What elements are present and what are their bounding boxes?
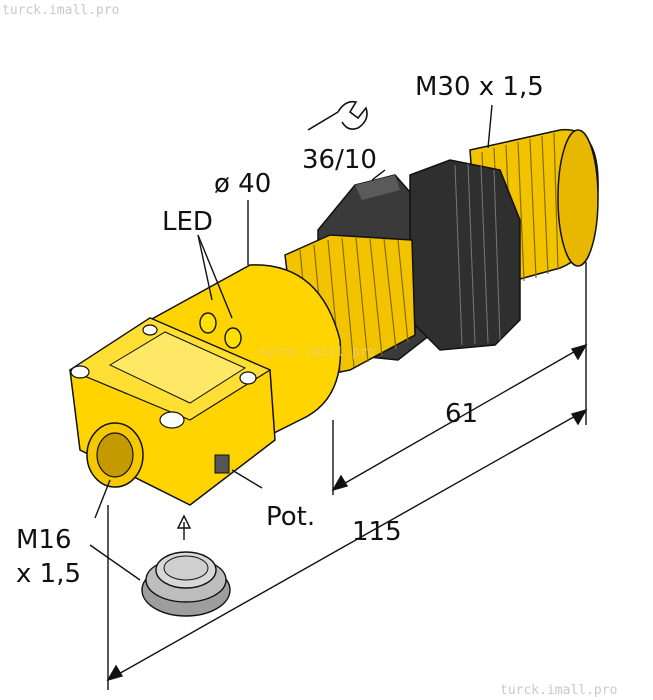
label-connector-thread-1: M16 xyxy=(16,525,72,555)
label-pot: Pot. xyxy=(266,502,315,532)
cover-screws xyxy=(70,324,257,429)
label-connector-thread-2: x 1,5 xyxy=(16,559,81,589)
dimension-lines xyxy=(106,262,588,690)
watermark-top-left: turck.imall.pro xyxy=(2,3,119,18)
watermark-bottom-right: turck.imall.pro xyxy=(500,683,617,698)
sealing-plug-icon xyxy=(141,551,231,617)
leader-lines xyxy=(89,104,493,581)
label-dim-61: 61 xyxy=(445,399,478,429)
watermark-center: turck.imall.pro xyxy=(258,345,375,360)
m16-connector-port xyxy=(86,422,144,488)
label-diameter: ø 40 xyxy=(214,169,271,199)
led-indicators xyxy=(199,312,242,349)
label-thread-front: M30 x 1,5 xyxy=(415,72,544,102)
sensor-housing xyxy=(68,264,342,506)
lock-nut-front xyxy=(409,159,521,351)
label-led: LED xyxy=(162,207,213,237)
potentiometer xyxy=(214,454,230,474)
label-wrench-size: 36/10 xyxy=(302,145,377,175)
plug-arrow-icon xyxy=(176,514,192,540)
label-dim-115: 115 xyxy=(352,517,402,547)
wrench-icon xyxy=(307,100,368,131)
